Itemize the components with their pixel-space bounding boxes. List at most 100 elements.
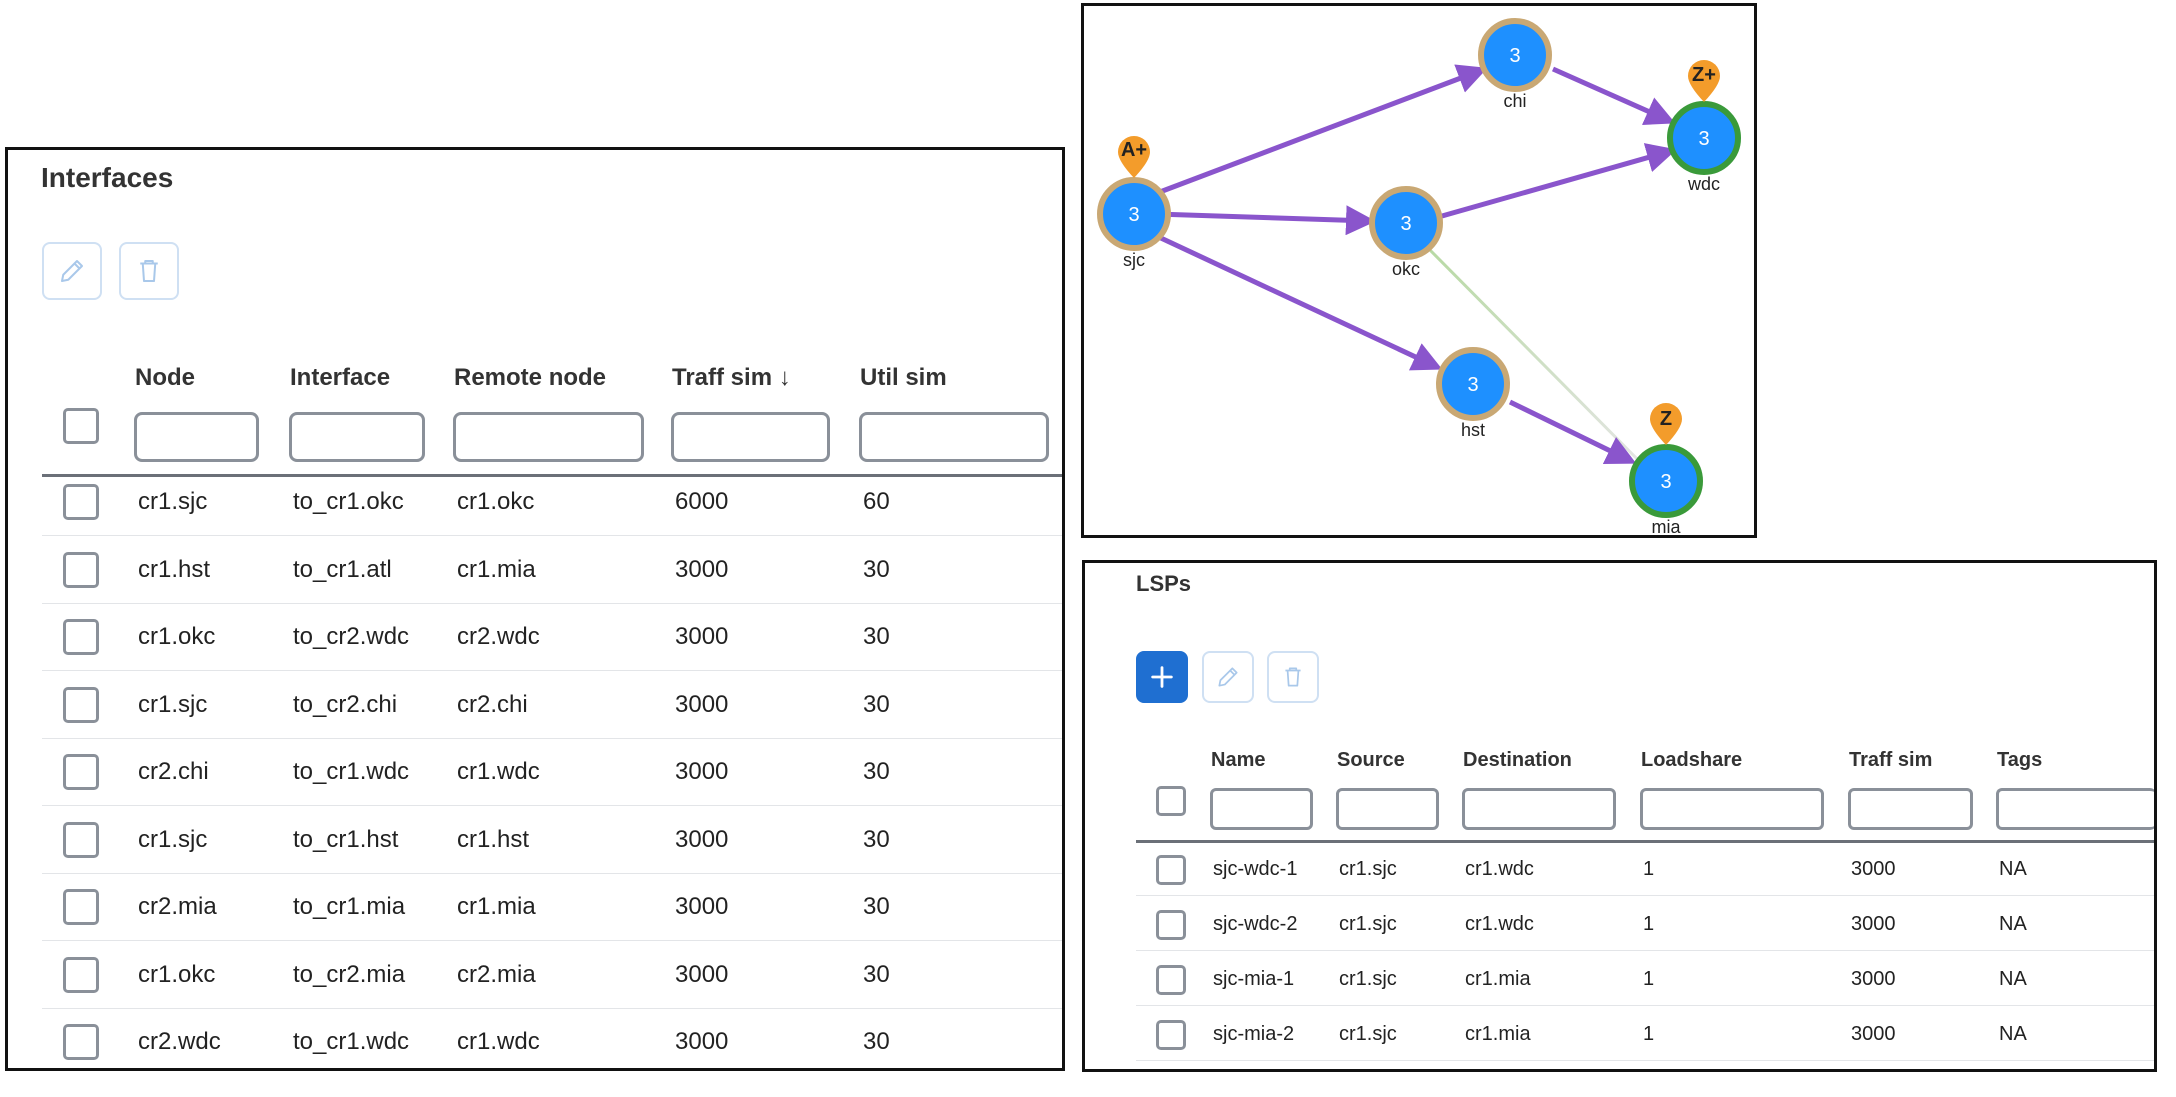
svg-text:Z+: Z+ [1692,64,1716,86]
add-lsp-button[interactable] [1136,651,1188,703]
edge-sjc-chi[interactable] [1143,64,1488,201]
node-filter-input[interactable] [134,412,259,462]
svg-text:A+: A+ [1121,139,1147,161]
util-sim-filter-input[interactable] [859,412,1049,462]
delete-interface-button[interactable] [119,242,179,300]
row-divider [42,872,1062,874]
plus-icon [1148,663,1176,691]
edge-okc-wdc[interactable] [1441,143,1677,219]
interface-cell: to_cr2.wdc [293,623,410,650]
loadshare-filter-input[interactable] [1640,788,1824,830]
tags-cell: NA [1999,968,2027,990]
interface-filter-input[interactable] [289,412,425,462]
row-checkbox[interactable] [1156,910,1186,940]
col-header-node[interactable]: Node [135,364,195,391]
tags-cell: NA [1999,858,2027,880]
tags-filter-input[interactable] [1996,788,2154,830]
traff-sim-filter-input[interactable] [1848,788,1973,830]
util-sim-cell: 30 [863,690,890,718]
row-checkbox[interactable] [1156,965,1186,995]
source-cell: cr1.sjc [1339,913,1397,935]
node-wdc[interactable]: 3 wdc [1667,101,1741,194]
col-header-interface[interactable]: Interface [290,364,391,391]
edge-sjc-hst[interactable] [1146,229,1443,371]
remote-node-cell: cr2.wdc [457,623,540,650]
row-checkbox[interactable] [63,686,99,723]
edit-lsp-button[interactable] [1202,651,1254,703]
node-okc[interactable]: 3 okc [1369,186,1443,279]
traff-sim-cell: 3000 [1851,858,1896,880]
lsps-title: LSPs [1136,571,1192,596]
node-mia[interactable]: 3 mia [1629,444,1703,535]
topology-graph-panel: 3 sjc 3 chi 3 okc 3 wdc 3 hst 3 mia [1081,3,1757,538]
loadshare-cell: 1 [1643,1023,1655,1045]
name-cell: sjc-mia-2 [1213,1023,1295,1045]
row-checkbox[interactable] [63,821,99,858]
select-all-checkbox[interactable] [1156,786,1186,816]
source-filter-input[interactable] [1336,788,1439,830]
col-header-loadshare[interactable]: Loadshare [1641,749,1743,771]
edge-chi-wdc[interactable] [1551,66,1676,125]
node-cell: cr1.hst [138,555,211,583]
topology-graph[interactable]: 3 sjc 3 chi 3 okc 3 wdc 3 hst 3 mia [1084,6,1754,535]
row-checkbox[interactable] [63,889,99,925]
svg-text:sjc: sjc [1123,250,1145,270]
row-divider [42,602,1062,604]
interface-cell: to_cr1.hst [293,825,399,853]
interface-cell: to_cr1.wdc [293,758,410,785]
node-sjc[interactable]: 3 sjc [1097,177,1171,270]
row-divider [42,535,1062,536]
destination-cell: cr1.mia [1465,968,1531,990]
row-checkbox[interactable] [1156,855,1186,885]
destination-filter-input[interactable] [1462,788,1616,830]
col-header-destination[interactable]: Destination [1463,749,1572,771]
delete-lsp-button[interactable] [1267,651,1319,703]
col-header-traff-sim[interactable]: Traff sim ↓ [672,364,791,391]
col-header-source[interactable]: Source [1337,749,1405,771]
node-cell: cr1.sjc [138,488,208,515]
edit-interface-button[interactable] [42,242,102,300]
svg-text:3: 3 [1509,45,1520,67]
row-checkbox[interactable] [63,754,99,790]
remote-node-cell: cr1.hst [457,825,530,853]
row-checkbox[interactable] [63,1024,99,1060]
row-checkbox[interactable] [63,956,99,993]
util-sim-cell: 30 [863,893,890,920]
remote-node-cell: cr1.wdc [457,758,540,785]
svg-text:3: 3 [1400,213,1411,235]
remote-node-cell: cr1.wdc [457,1028,540,1055]
col-header-tags[interactable]: Tags [1997,749,2043,771]
select-all-checkbox[interactable] [63,408,99,444]
edge-sjc-okc[interactable] [1155,205,1376,236]
remote-node-cell: cr2.mia [457,960,536,988]
destination-cell: cr1.wdc [1465,913,1534,935]
name-filter-input[interactable] [1210,788,1313,830]
node-chi[interactable]: 3 chi [1478,18,1552,111]
remote-node-filter-input[interactable] [453,412,644,462]
row-checkbox[interactable] [63,551,99,588]
row-checkbox[interactable] [1156,1020,1186,1050]
row-checkbox[interactable] [63,484,99,520]
source-cell: cr1.sjc [1339,858,1397,880]
lsps-panel: LSPs Name Source Destination Loadshare T… [1082,560,2157,1072]
remote-node-cell: cr1.mia [457,893,536,920]
traff-sim-filter-input[interactable] [671,412,830,462]
svg-text:3: 3 [1698,128,1709,150]
col-header-remote-node[interactable]: Remote node [454,364,607,391]
source-cell: cr1.sjc [1339,968,1397,990]
edge-hst-mia[interactable] [1508,399,1637,464]
pin-a-plus-marker: A+ [1118,136,1150,178]
node-hst[interactable]: 3 hst [1436,347,1510,440]
util-sim-cell: 60 [863,488,890,515]
interface-cell: to_cr1.wdc [293,1028,410,1055]
col-header-name[interactable]: Name [1211,749,1266,771]
traff-sim-cell: 3000 [675,1028,729,1055]
svg-text:okc: okc [1392,259,1420,279]
tags-cell: NA [1999,1023,2027,1045]
col-header-util-sim[interactable]: Util sim [860,364,947,391]
row-checkbox[interactable] [63,619,99,655]
edge-okc-mia[interactable] [1424,244,1653,475]
svg-text:wdc: wdc [1687,174,1720,194]
row-divider [1136,1005,2154,1006]
col-header-traff-sim[interactable]: Traff sim [1849,749,1933,771]
